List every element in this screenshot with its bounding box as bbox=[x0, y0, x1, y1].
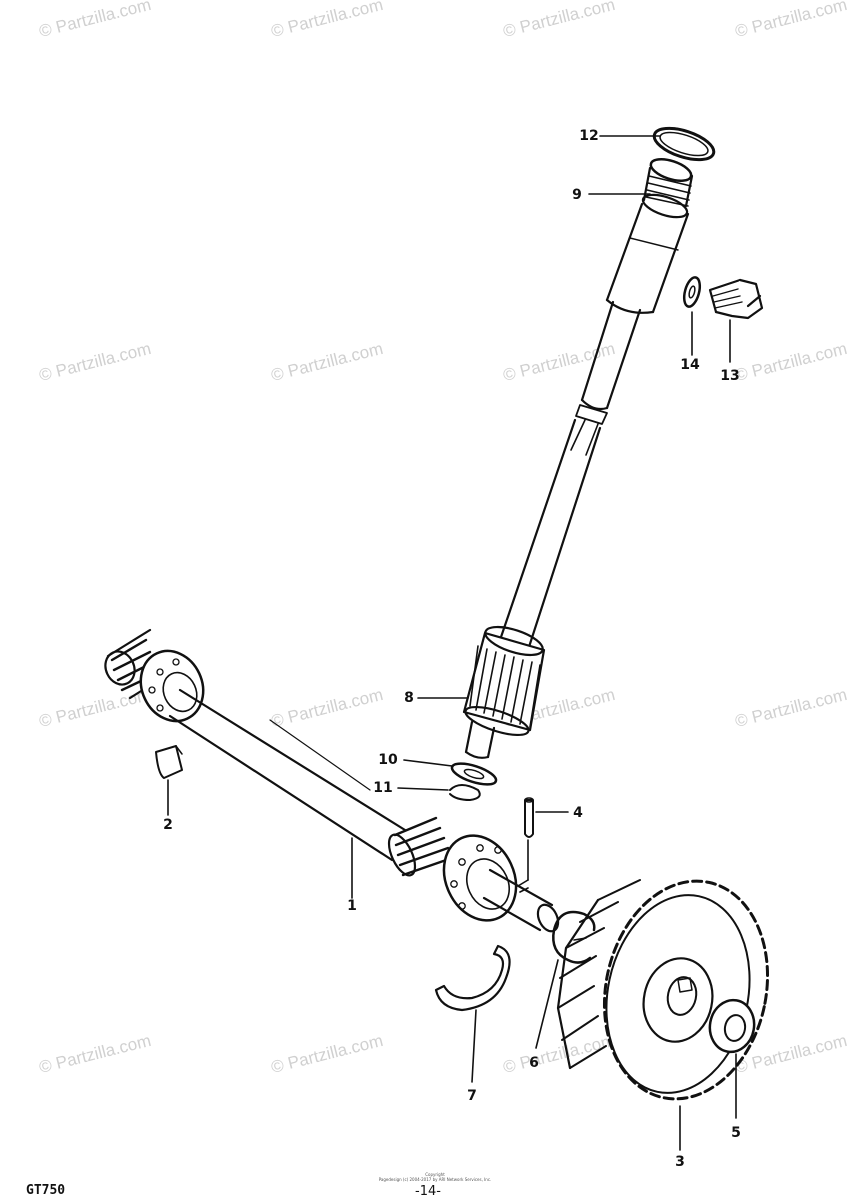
callout-11: 11 bbox=[373, 780, 393, 796]
callout-9: 9 bbox=[572, 187, 582, 203]
callout-1: 1 bbox=[347, 898, 357, 914]
bolt-13 bbox=[708, 278, 764, 320]
pin-4 bbox=[524, 797, 534, 838]
circlip-11 bbox=[449, 784, 481, 801]
half-ring-7 bbox=[434, 944, 511, 1012]
copyright-notice: Copyright Pagedesign (c) 2004-2017 by AR… bbox=[370, 1172, 500, 1182]
callout-10: 10 bbox=[378, 752, 398, 768]
callout-6: 6 bbox=[529, 1055, 539, 1071]
leader-lines bbox=[167, 135, 737, 1151]
callout-8: 8 bbox=[404, 690, 414, 706]
housing-9 bbox=[580, 158, 694, 411]
callout-12: 12 bbox=[579, 128, 599, 144]
circlip-6 bbox=[552, 910, 596, 964]
copyright-text: Pagedesign (c) 2004-2017 by ARI Network … bbox=[378, 1177, 492, 1182]
drive-shaft-1 bbox=[104, 628, 560, 933]
washer-14 bbox=[682, 276, 702, 308]
callout-14: 14 bbox=[680, 357, 700, 373]
driven-shaft-8 bbox=[462, 404, 608, 759]
gear-3 bbox=[556, 879, 770, 1101]
callout-7: 7 bbox=[467, 1088, 477, 1104]
callout-5: 5 bbox=[731, 1125, 741, 1141]
callout-3: 3 bbox=[675, 1154, 685, 1170]
key-2 bbox=[155, 745, 183, 779]
callout-2: 2 bbox=[163, 817, 173, 833]
model-code: GT750 bbox=[26, 1183, 66, 1198]
copyright-title: Copyright bbox=[425, 1172, 445, 1177]
callout-13: 13 bbox=[720, 368, 740, 384]
bush-5 bbox=[708, 998, 756, 1054]
callout-4: 4 bbox=[573, 805, 583, 821]
washer-10 bbox=[450, 762, 498, 786]
page-number: -14- bbox=[415, 1184, 441, 1199]
